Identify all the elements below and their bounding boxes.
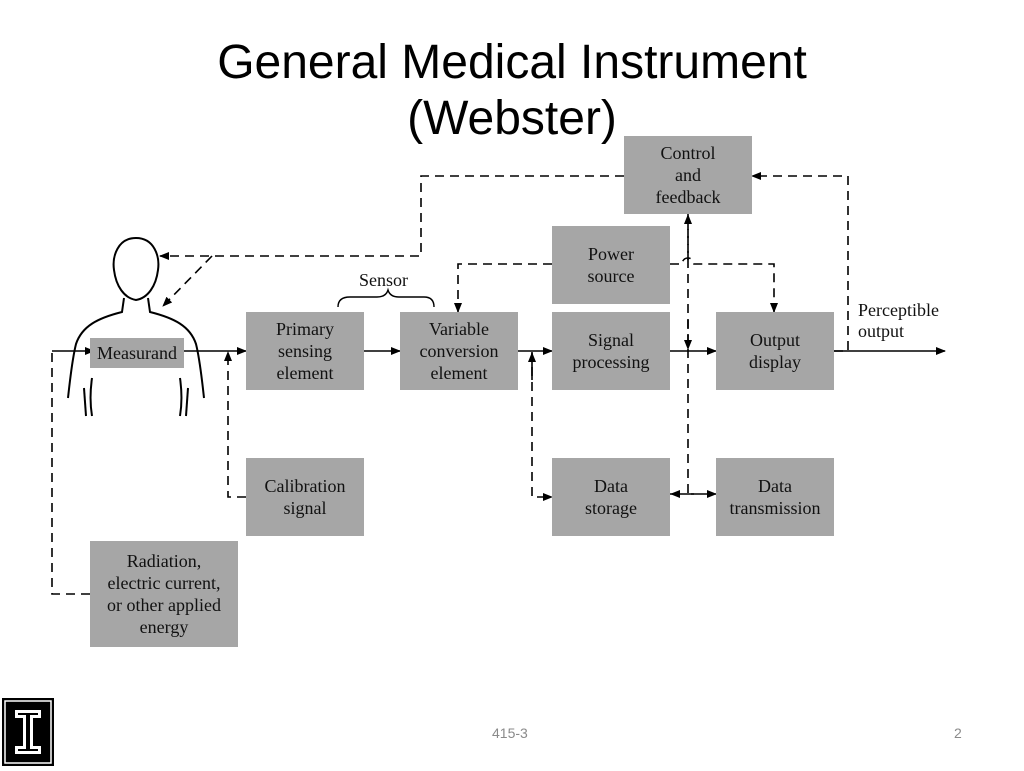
- sensor-label: Sensor: [359, 270, 408, 290]
- applied-energy-box: Radiation, electric current, or other ap…: [90, 541, 238, 647]
- sensor-brace: [337, 287, 435, 308]
- signal-processing-box: Signal processing: [552, 312, 670, 390]
- page-number: 2: [954, 725, 962, 741]
- university-logo: [2, 698, 54, 766]
- measurand-box: Measurand: [90, 338, 184, 368]
- output-display-box: Output display: [716, 312, 834, 390]
- human-figure-icon: [67, 236, 205, 417]
- control-feedback-box: Control and feedback: [624, 136, 752, 214]
- dashed-conversion-to-storage: [531, 352, 553, 501]
- dashed-control-to-measurand: [159, 175, 624, 260]
- dashed-control-to-measurand-diagonal: [162, 255, 213, 307]
- dashed-display-to-control: [751, 172, 849, 352]
- dashed-energy-to-measurand: [51, 351, 90, 595]
- dashed-calibration-to-primary: [224, 351, 246, 498]
- perceptible-output-label: Perceptible output: [858, 300, 939, 341]
- slide-title-line-1: General Medical Instrument: [217, 36, 807, 89]
- primary-sensing-element-box: Primary sensing element: [246, 312, 364, 390]
- block-i-logo-icon: [4, 700, 52, 764]
- calibration-signal-box: Calibration signal: [246, 458, 364, 536]
- data-transmission-box: Data transmission: [716, 458, 834, 536]
- dashed-power-to-display: [670, 257, 778, 313]
- dashed-power-to-variable: [454, 263, 552, 313]
- variable-conversion-element-box: Variable conversion element: [400, 312, 518, 390]
- slide-title-line-2: (Webster): [407, 92, 617, 145]
- power-source-box: Power source: [552, 226, 670, 304]
- footer-course-code: 415-3: [492, 725, 528, 741]
- data-storage-box: Data storage: [552, 458, 670, 536]
